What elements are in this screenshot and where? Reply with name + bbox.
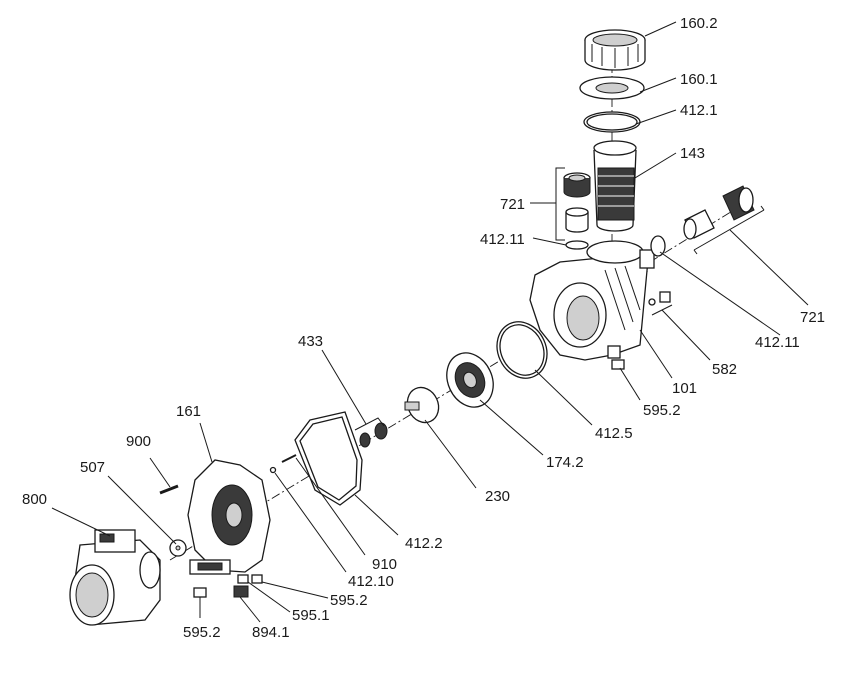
label-101: 101 xyxy=(672,380,697,397)
gasket-412-2 xyxy=(294,411,363,506)
cover-ring-160-2 xyxy=(584,29,646,71)
union-nut-721-top xyxy=(563,172,591,198)
label-595-2-bottom: 595.2 xyxy=(183,624,221,641)
o-ring-412-11-right xyxy=(650,235,666,257)
label-507: 507 xyxy=(80,459,105,476)
label-174-2: 174.2 xyxy=(546,454,584,471)
screw-910 xyxy=(281,454,297,463)
bracket-161 xyxy=(187,459,271,575)
label-433: 433 xyxy=(298,333,323,350)
label-595-2-low: 595.2 xyxy=(330,592,368,609)
drain-plug-582 xyxy=(648,291,671,306)
foot-595-2-mid xyxy=(611,359,625,370)
label-160-2: 160.2 xyxy=(680,15,718,32)
o-ring-412-1 xyxy=(583,111,641,133)
strainer-basket-143 xyxy=(593,140,637,232)
label-412-1: 412.1 xyxy=(680,102,718,119)
label-910: 910 xyxy=(372,556,397,573)
motor-800 xyxy=(69,529,161,626)
diffuser-174-2 xyxy=(446,352,494,408)
label-595-1: 595.1 xyxy=(292,607,330,624)
label-412-10: 412.10 xyxy=(348,573,394,590)
o-ring-412-10 xyxy=(269,466,277,474)
lid-160-1 xyxy=(579,76,645,100)
foot-595-2-low xyxy=(251,574,263,584)
label-595-2-mid: 595.2 xyxy=(643,402,681,419)
label-143: 143 xyxy=(680,145,705,162)
leader-lines xyxy=(51,21,809,623)
label-160-1: 160.1 xyxy=(680,71,718,88)
label-412-2: 412.2 xyxy=(405,535,443,552)
label-721-top: 721 xyxy=(500,196,525,213)
union-nut-721-right xyxy=(722,185,755,221)
label-800: 800 xyxy=(22,491,47,508)
union-tail-721-top xyxy=(565,207,589,233)
union-tail-721-right xyxy=(683,209,715,240)
screw-set-894-1 xyxy=(233,585,249,598)
pump-housing-101 xyxy=(529,240,655,361)
foot-595-2-bottom xyxy=(193,587,207,598)
label-412-11-right: 412.11 xyxy=(755,334,800,351)
splash-ring-507 xyxy=(169,539,187,557)
label-412-11-top: 412.11 xyxy=(480,231,525,248)
label-412-5: 412.5 xyxy=(595,425,633,442)
label-230: 230 xyxy=(485,488,510,505)
label-900: 900 xyxy=(126,433,151,450)
label-721-right: 721 xyxy=(800,309,825,326)
label-894-1: 894.1 xyxy=(252,624,290,641)
impeller-230 xyxy=(404,386,440,424)
shaft-seal-433 xyxy=(359,422,388,448)
foot-595-1 xyxy=(237,574,249,584)
label-582: 582 xyxy=(712,361,737,378)
o-ring-412-5 xyxy=(496,321,548,379)
bolt-900 xyxy=(159,484,179,495)
o-ring-412-11-top xyxy=(565,240,589,250)
label-161: 161 xyxy=(176,403,201,420)
